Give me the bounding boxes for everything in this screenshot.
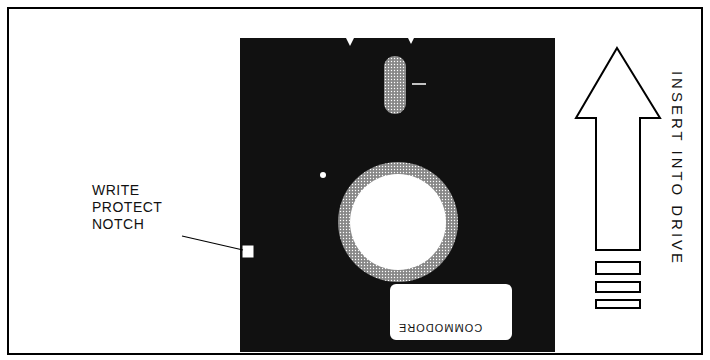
arrow-stripe [596, 282, 640, 292]
read-slot [384, 56, 406, 114]
callout-label: WRITE PROTECT NOTCH [92, 182, 172, 233]
write-protect-notch [242, 245, 254, 258]
brand-text: COMMODORE [398, 322, 482, 334]
index-hole [320, 172, 326, 178]
disk-jacket [240, 38, 555, 352]
hub-hole [350, 174, 446, 270]
frame [8, 8, 702, 354]
insert-arrow [576, 48, 660, 250]
disk-label: COMMODORE [390, 284, 512, 340]
slot-mark [412, 83, 426, 85]
leader-line [182, 236, 243, 250]
arrow-stripe [596, 262, 640, 274]
instruction-text: INSERT INTO DRIVE [669, 70, 686, 265]
arrow-stripe [596, 300, 640, 308]
hub-ring [338, 162, 458, 282]
jacket-notches [346, 38, 414, 46]
